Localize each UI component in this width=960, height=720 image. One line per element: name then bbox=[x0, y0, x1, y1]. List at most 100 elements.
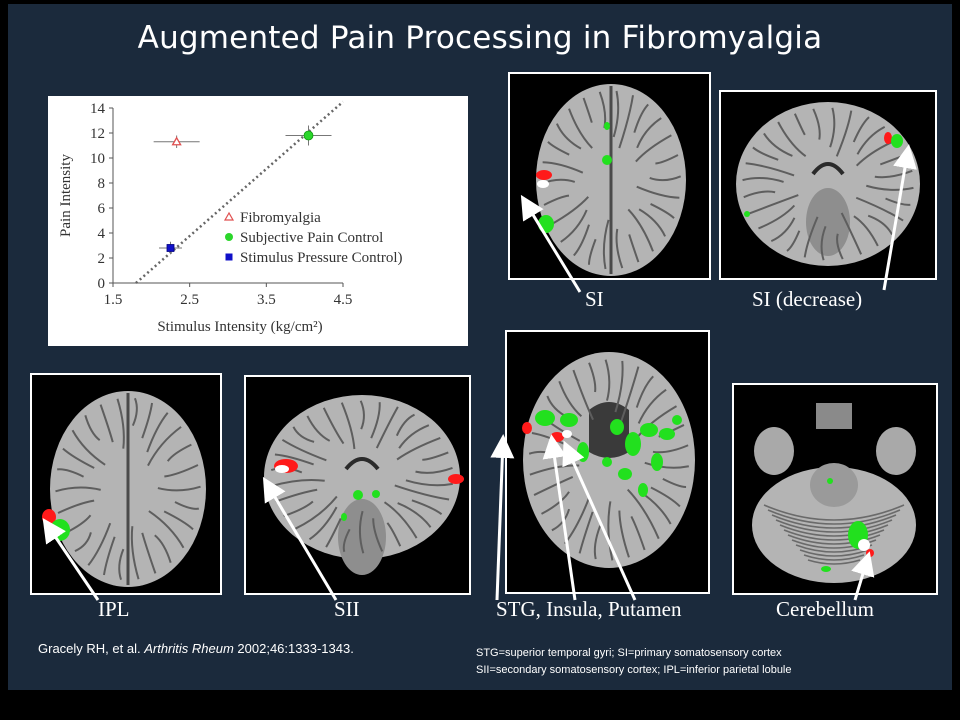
data-point-subjective-pain-control bbox=[303, 130, 314, 141]
brain-sulcus bbox=[398, 424, 430, 449]
abbreviation-line-1: STG=superior temporal gyri; SI=primary s… bbox=[476, 647, 782, 659]
legend-marker bbox=[225, 253, 233, 261]
brain-sulcus bbox=[558, 380, 583, 418]
brain-sulcus bbox=[855, 196, 904, 222]
brain-sulcus bbox=[588, 362, 597, 393]
brain-sulcus bbox=[630, 515, 646, 551]
brain-sulcus bbox=[542, 161, 584, 174]
brain-sulcus bbox=[607, 501, 614, 561]
y-tick-label: 4 bbox=[98, 226, 106, 242]
brain-sulcus bbox=[874, 169, 913, 179]
cerebellar-folia bbox=[763, 504, 905, 521]
brain-sulcus bbox=[358, 510, 365, 554]
brain-sulcus bbox=[55, 486, 101, 493]
brain-sulcus bbox=[662, 477, 687, 488]
brain-sulcus bbox=[812, 108, 821, 140]
arrow-si bbox=[520, 194, 582, 293]
brain-sulcus bbox=[786, 230, 801, 252]
brain-sulcus bbox=[57, 499, 95, 514]
brain-sulcus bbox=[397, 502, 432, 528]
brain-sulcus bbox=[359, 400, 365, 430]
brain-sulcus bbox=[146, 412, 169, 453]
green-activation bbox=[651, 453, 663, 471]
brain-sulcus bbox=[637, 388, 667, 424]
brain-sulcus bbox=[852, 116, 870, 143]
brain-sulcus bbox=[174, 501, 200, 510]
brain-sulcus bbox=[627, 208, 654, 252]
green-activation bbox=[602, 457, 612, 467]
brain-sulcus bbox=[572, 369, 594, 421]
cerebellar-folia bbox=[771, 514, 897, 529]
cerebellar-folia bbox=[779, 524, 889, 537]
brain-sulcus bbox=[644, 461, 690, 469]
brain-sulcus bbox=[130, 526, 140, 580]
brain-sulcus bbox=[141, 402, 154, 439]
arrow-cerebellum bbox=[851, 551, 875, 601]
brain-sulcus bbox=[422, 451, 449, 461]
brain-sulcus bbox=[154, 534, 172, 563]
brain-sulcus bbox=[829, 107, 836, 148]
brain-sulcus bbox=[752, 146, 779, 161]
brain-sulcus bbox=[650, 203, 675, 219]
legend-label: Fibromyalgia bbox=[240, 210, 321, 226]
x-tick-label: 2.5 bbox=[180, 292, 199, 308]
green-activation bbox=[625, 432, 641, 456]
brain-sulcus bbox=[770, 217, 796, 243]
temporal-lobe bbox=[876, 427, 916, 475]
brain-sulcus bbox=[853, 215, 879, 247]
brain-sulcus bbox=[633, 103, 649, 133]
green-activation bbox=[659, 428, 675, 440]
y-tick-label: 6 bbox=[98, 201, 106, 217]
brain-sulcus bbox=[593, 525, 602, 560]
brain-sulcus bbox=[164, 464, 199, 478]
brain-axial-si-image bbox=[536, 84, 686, 276]
abbreviations: STG=superior temporal gyri; SI=primary s… bbox=[476, 645, 792, 679]
brain-sulcus bbox=[375, 406, 399, 449]
frontal-fragment bbox=[816, 403, 852, 429]
brain-sulcus bbox=[573, 224, 590, 257]
legend-label: Subjective Pain Control bbox=[240, 230, 383, 246]
brain-sulcus bbox=[866, 184, 914, 191]
brain-sulcus bbox=[635, 375, 654, 408]
brain-coronal-sii-image bbox=[264, 395, 464, 575]
brain-sulcus bbox=[578, 511, 594, 554]
brain-sulcus bbox=[294, 495, 338, 530]
brain-sulcus bbox=[131, 397, 138, 426]
x-tick-label: 4.5 bbox=[334, 292, 353, 308]
slide-title: Augmented Pain Processing in Fibromyalgi… bbox=[137, 20, 823, 56]
brain-axial-ipl-image bbox=[42, 391, 206, 587]
green-activation bbox=[341, 513, 347, 521]
brain-sulcus bbox=[405, 479, 453, 487]
brain-sulcus bbox=[342, 528, 351, 553]
green-activation bbox=[602, 155, 612, 165]
red-activation bbox=[522, 422, 532, 434]
brain-cerebellum-image bbox=[752, 403, 916, 583]
brain-sulcus bbox=[87, 522, 112, 566]
brain-sulcus bbox=[166, 443, 192, 462]
panel-ipl bbox=[30, 373, 222, 595]
arrow-stg bbox=[490, 434, 515, 601]
brain-sulcus bbox=[820, 225, 827, 261]
brain-sulcus bbox=[602, 219, 610, 270]
brain-sulcus bbox=[394, 484, 450, 501]
brain-sulcus bbox=[533, 476, 574, 496]
brain-sulcus bbox=[395, 413, 415, 437]
brain-sulcus bbox=[777, 121, 807, 158]
brain-sulcus bbox=[582, 97, 593, 123]
panel-sii bbox=[244, 375, 471, 595]
brain-sulcus bbox=[793, 113, 806, 136]
brain-sulcus bbox=[743, 190, 776, 199]
brain-sulcus bbox=[748, 194, 799, 215]
green-activation bbox=[535, 410, 555, 426]
panel-stg-insula-putamen bbox=[505, 330, 710, 594]
brain-sulcus bbox=[650, 486, 681, 508]
brain-sulcus bbox=[758, 204, 796, 230]
green-activation bbox=[638, 483, 648, 497]
brain-sulcus bbox=[84, 415, 101, 441]
brain-sulcus bbox=[835, 110, 853, 157]
brain-sulcus bbox=[619, 366, 640, 426]
brain-sulcus bbox=[588, 238, 597, 265]
brain-sulcus bbox=[763, 132, 793, 157]
brain-sulcus bbox=[102, 536, 116, 576]
